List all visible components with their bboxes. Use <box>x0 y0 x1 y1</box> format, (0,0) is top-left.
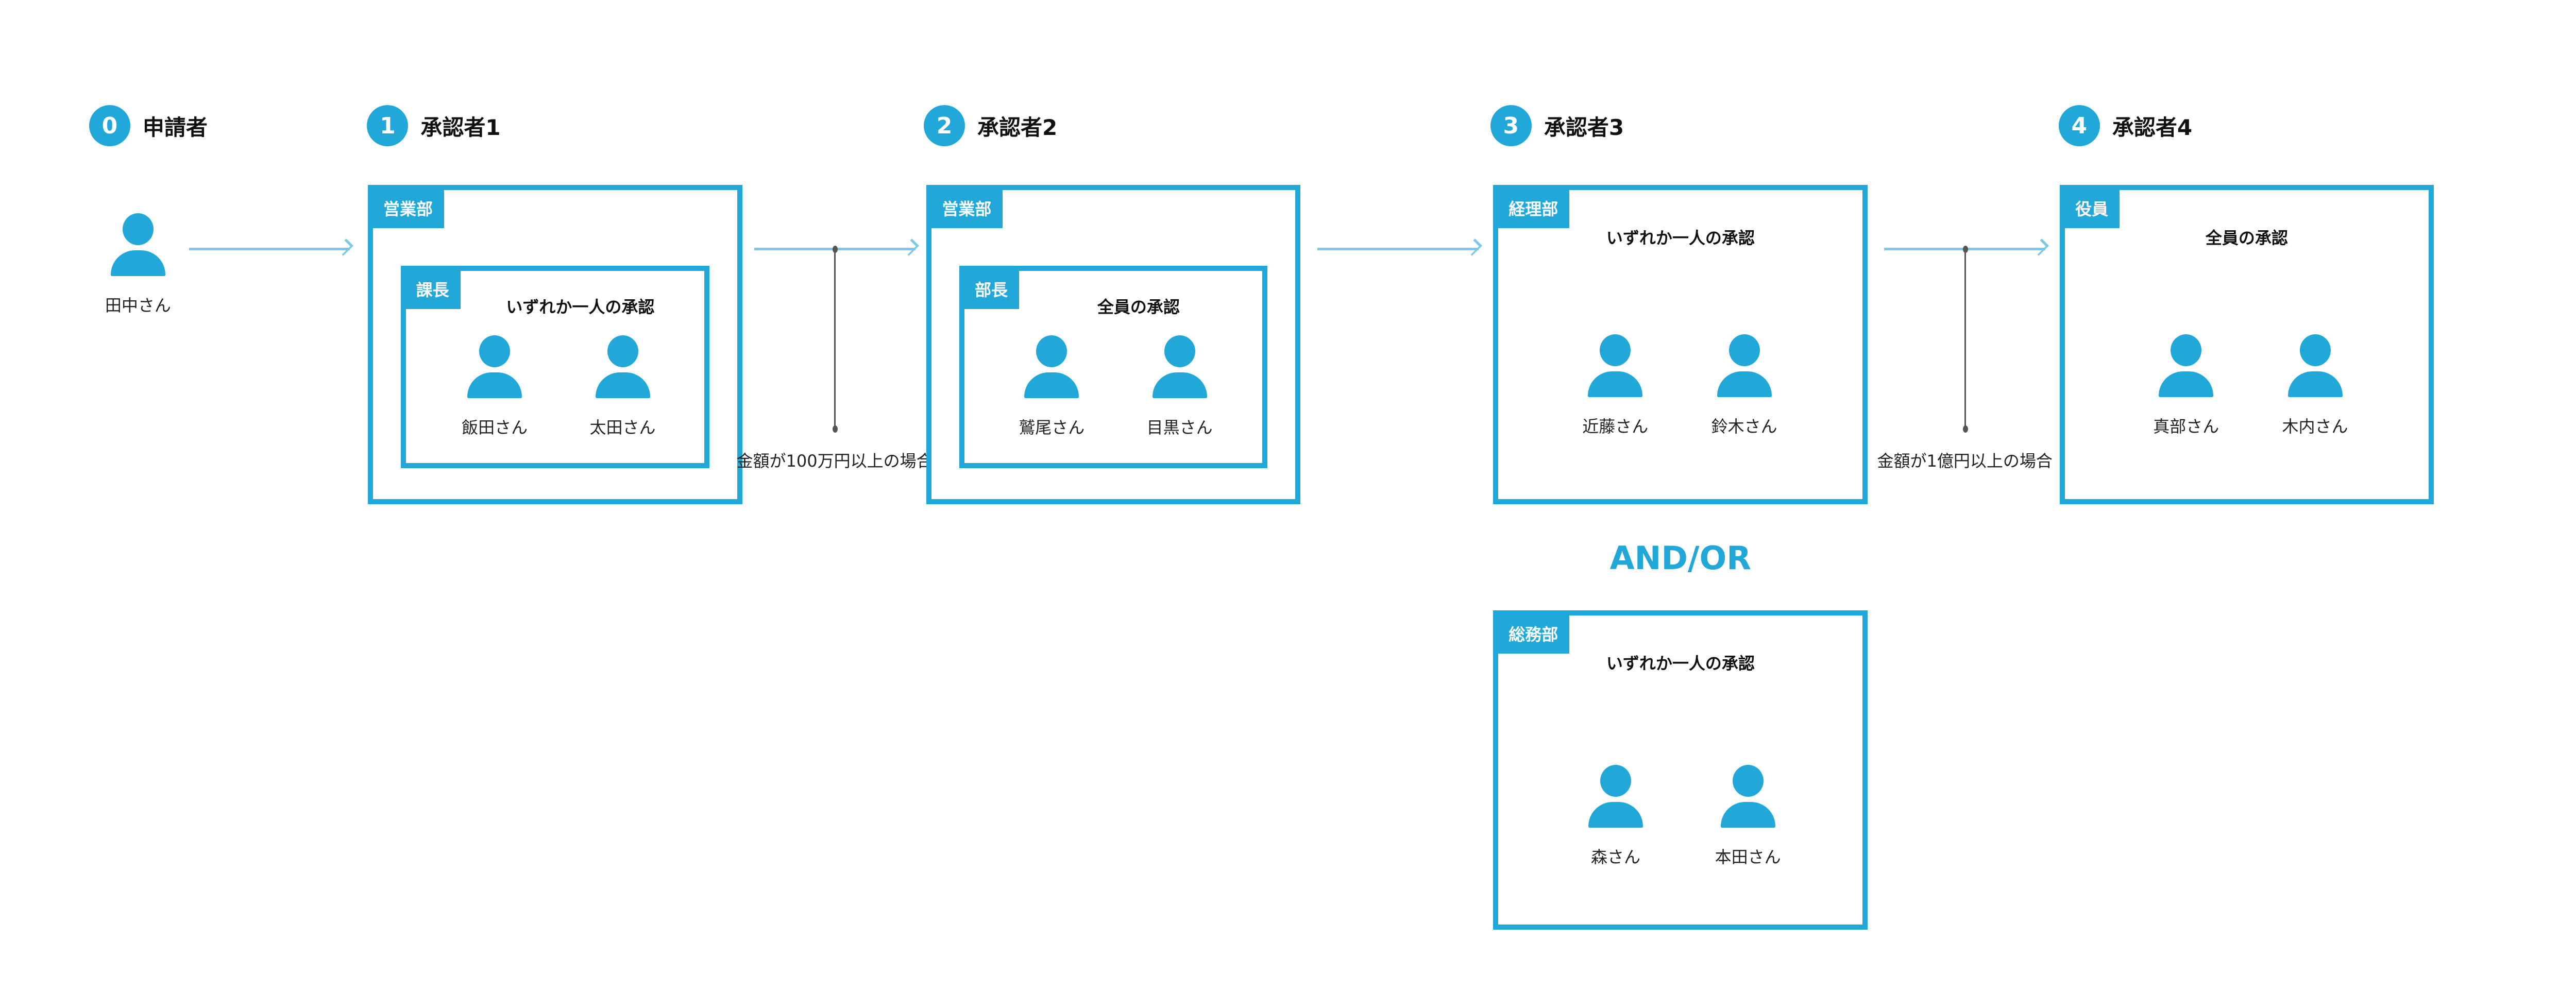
person-icon-body <box>2159 371 2214 397</box>
step-label: 申請者 <box>142 114 208 140</box>
step-1-header: 1 承認者1 <box>367 105 501 147</box>
flow-arrow <box>1317 238 1482 256</box>
person-name: 本田さん <box>1715 847 1781 867</box>
branch-dot <box>1962 425 1968 433</box>
approver-person: 鈴木さん <box>1693 334 1796 437</box>
person-name: 真部さん <box>2153 417 2219 436</box>
approval-rule: 全員の承認 <box>1097 297 1180 317</box>
approver-person: 近藤さん <box>1564 334 1667 437</box>
approval-rule: 全員の承認 <box>2205 228 2288 248</box>
applicant: 田中さん <box>87 213 190 316</box>
approver1-role-box: 課長 いずれか一人の承認 飯田さん 太田さん <box>400 266 709 468</box>
branch-dot <box>833 425 838 433</box>
step-2-header: 2 承認者2 <box>924 105 1057 147</box>
person-name: 田中さん <box>105 296 171 315</box>
approver3-lower-box: 総務部 いずれか一人の承認 森さん 本田さん <box>1493 610 1868 930</box>
approver-person: 森さん <box>1564 765 1667 868</box>
role-tab: 部長 <box>963 270 1020 309</box>
approver-person: 飯田さん <box>443 335 546 438</box>
condition-label: 金額が1億円以上の場合 <box>1877 451 2053 471</box>
person-icon-body <box>1588 371 1643 397</box>
and-or-connector: AND/OR <box>1609 539 1752 577</box>
person-name: 木内さん <box>2282 417 2348 436</box>
person-icon <box>1164 335 1195 367</box>
person-name: 森さん <box>1590 847 1640 867</box>
arrow-head-icon <box>336 238 354 256</box>
dept-tab: 営業部 <box>371 189 444 228</box>
step-number-badge: 0 <box>89 105 130 146</box>
condition-line <box>834 249 836 427</box>
step-number-badge: 3 <box>1490 105 1532 146</box>
person-icon <box>1600 765 1631 797</box>
person-icon <box>2299 334 2331 366</box>
approver2-dept-box: 営業部 部長 全員の承認 鷲尾さん 目黒さん <box>926 185 1300 504</box>
step-0-header: 0 申請者 <box>89 105 208 147</box>
dept-tab: 営業部 <box>930 189 1003 228</box>
person-icon <box>479 335 511 367</box>
person-icon <box>122 213 154 245</box>
person-icon-body <box>595 372 650 398</box>
person-icon <box>2171 334 2202 366</box>
dept-tab: 経理部 <box>1497 189 1570 228</box>
person-icon-body <box>110 250 165 276</box>
condition-line <box>1964 249 1966 427</box>
approval-rule: いずれか一人の承認 <box>1606 654 1755 673</box>
approver4-box: 役員 全員の承認 真部さん 木内さん <box>2060 185 2434 504</box>
person-icon-body <box>467 372 522 398</box>
approver-person: 木内さん <box>2264 334 2367 437</box>
arrow-head-icon <box>2031 238 2049 256</box>
approval-rule: いずれか一人の承認 <box>506 297 655 317</box>
step-3-header: 3 承認者3 <box>1490 105 1624 147</box>
approver-person: 目黒さん <box>1128 335 1231 438</box>
step-4-header: 4 承認者4 <box>2058 105 2193 147</box>
approver-person: 真部さん <box>2134 334 2238 437</box>
person-icon <box>1036 335 1067 367</box>
person-icon <box>1732 765 1764 797</box>
dept-tab: 総務部 <box>1497 614 1570 654</box>
condition-label: 金額が100万円以上の場合 <box>736 451 933 471</box>
dept-tab: 役員 <box>2064 189 2120 228</box>
person-icon <box>1600 334 1631 366</box>
approver-person: 鷲尾さん <box>1000 335 1103 438</box>
approver2-role-box: 部長 全員の承認 鷲尾さん 目黒さん <box>959 266 1267 468</box>
step-label: 承認者4 <box>2112 114 2193 140</box>
person-icon <box>607 335 638 367</box>
step-label: 承認者1 <box>420 114 501 140</box>
person-icon-body <box>1717 371 1772 397</box>
person-icon-body <box>1588 802 1643 828</box>
person-name: 飯田さん <box>462 418 528 437</box>
person-icon-body <box>2287 371 2343 397</box>
step-label: 承認者3 <box>1544 114 1624 140</box>
approval-rule: いずれか一人の承認 <box>1606 228 1755 248</box>
step-number-badge: 2 <box>924 105 965 146</box>
person-name: 鷲尾さん <box>1019 418 1085 437</box>
flow-arrow <box>189 238 354 256</box>
person-name: 目黒さん <box>1146 418 1213 437</box>
person-icon-body <box>1024 372 1079 398</box>
role-tab: 課長 <box>404 270 461 309</box>
arrow-head-icon <box>1464 238 1482 256</box>
approver3-upper-box: 経理部 いずれか一人の承認 近藤さん 鈴木さん <box>1493 185 1868 504</box>
approver1-dept-box: 営業部 課長 いずれか一人の承認 飯田さん 太田さん <box>367 185 743 504</box>
step-number-badge: 4 <box>2058 105 2100 146</box>
person-icon <box>1728 334 1760 366</box>
person-icon-body <box>1720 802 1775 828</box>
arrow-head-icon <box>901 238 919 256</box>
approver-person: 太田さん <box>571 335 674 438</box>
person-name: 近藤さん <box>1582 417 1649 436</box>
step-number-badge: 1 <box>367 105 409 146</box>
approver-person: 本田さん <box>1697 765 1800 868</box>
person-icon-body <box>1152 372 1207 398</box>
person-name: 太田さん <box>589 418 656 437</box>
step-label: 承認者2 <box>977 114 1058 140</box>
person-name: 鈴木さん <box>1711 417 1777 436</box>
